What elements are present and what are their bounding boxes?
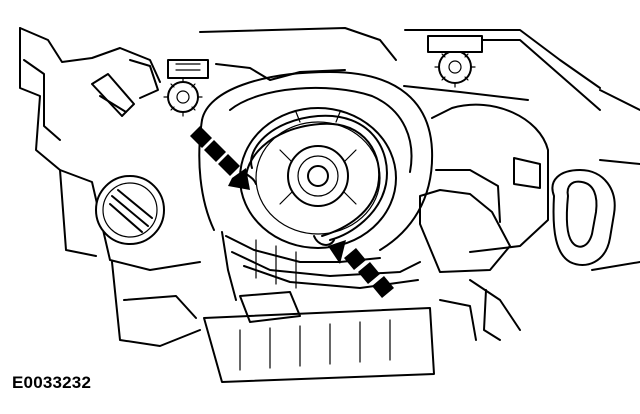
callout-arrow-2 bbox=[328, 240, 394, 298]
rotary-knob bbox=[95, 175, 165, 245]
clock-spring-assembly bbox=[239, 107, 397, 249]
lower-bracket bbox=[111, 261, 477, 383]
small-gear-right bbox=[403, 29, 601, 111]
callout-arrow-1 bbox=[190, 126, 250, 190]
figure-id-label: E0033232 bbox=[12, 373, 92, 392]
lever-switch bbox=[91, 59, 159, 117]
small-gear-left bbox=[163, 59, 209, 117]
right-panel-components bbox=[419, 89, 640, 341]
